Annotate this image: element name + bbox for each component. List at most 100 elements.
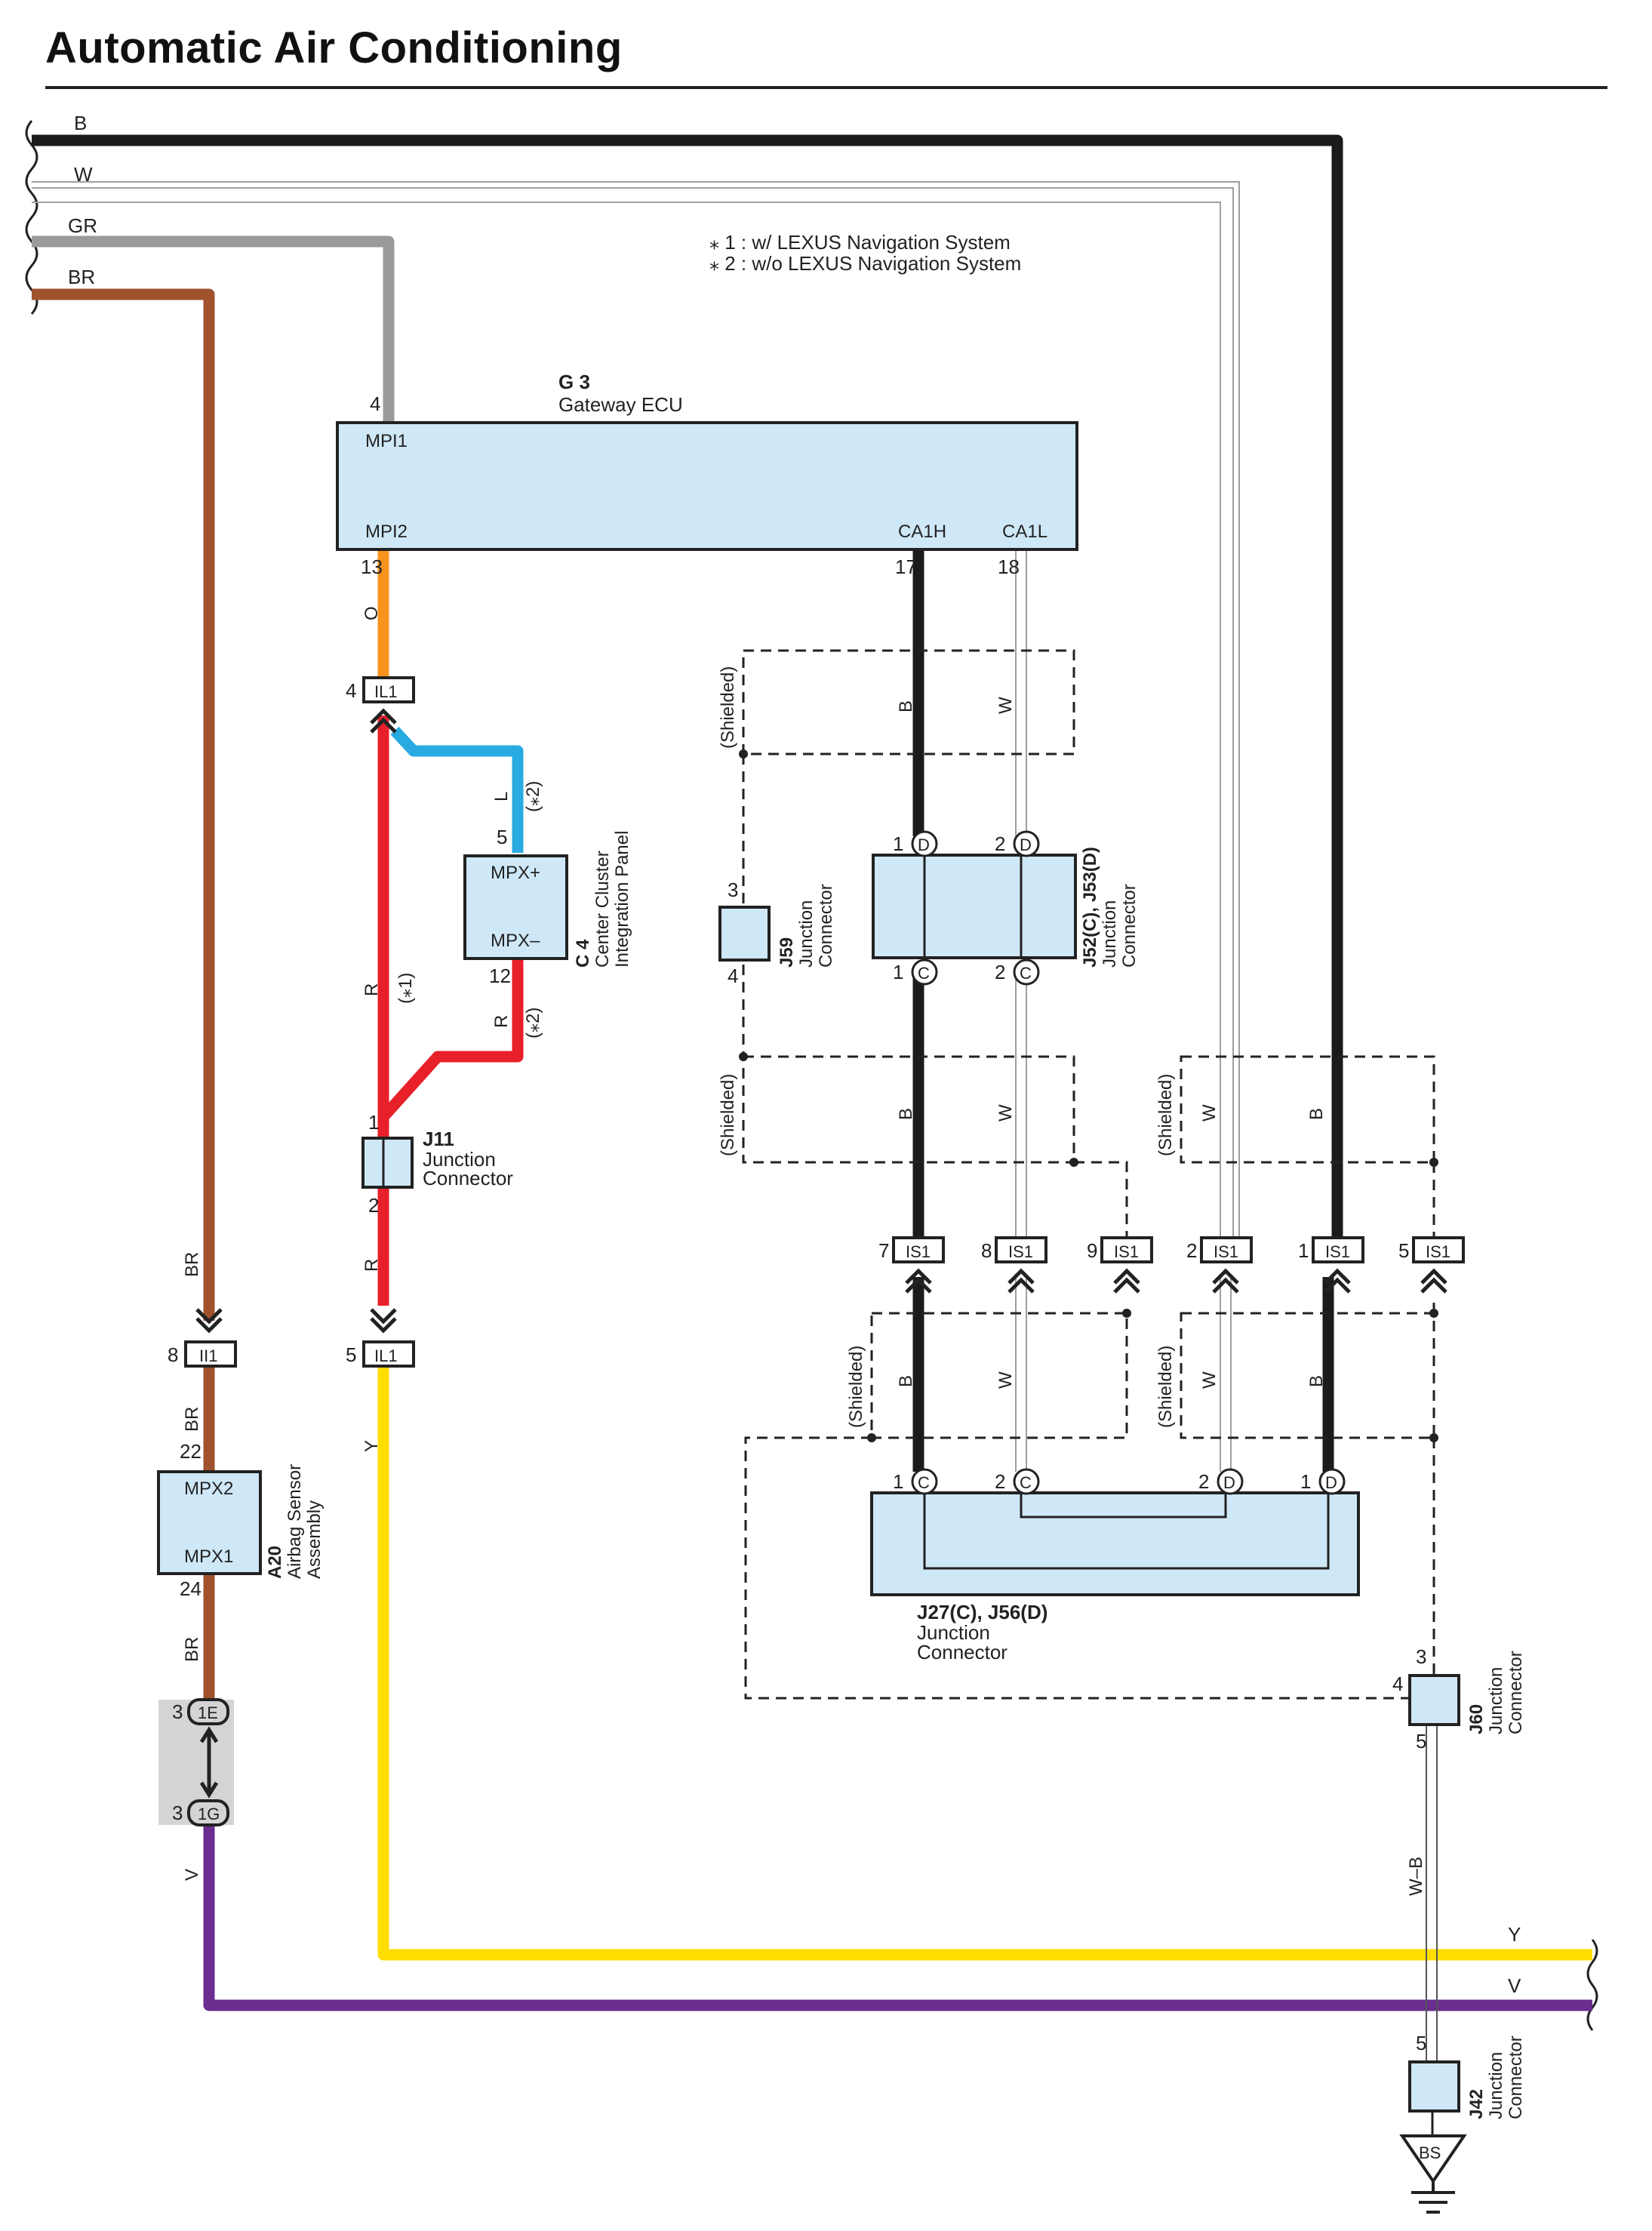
gateway-t-ca1l: CA1L bbox=[1002, 522, 1047, 542]
j52-circle-d2: D bbox=[1020, 835, 1032, 854]
gateway-pin-mpi1: 4 bbox=[370, 392, 380, 415]
is1-label-3: IS1 bbox=[1114, 1242, 1139, 1261]
a20-name2: Assembly bbox=[304, 1500, 325, 1579]
link-arrow-down bbox=[199, 1781, 219, 1799]
wire-label-v-right: V bbox=[1508, 1974, 1521, 1997]
is1-pin-2: 8 bbox=[981, 1239, 992, 1262]
j42-name2: Connector bbox=[1506, 2036, 1526, 2119]
connector-1g-pin: 3 bbox=[172, 1802, 183, 1824]
shielded-label-1: (Shielded) bbox=[718, 666, 738, 749]
c4-name1: Center Cluster bbox=[592, 851, 613, 968]
wire-label-w-4: W bbox=[995, 1371, 1016, 1389]
is1-label-5: IS1 bbox=[1325, 1242, 1350, 1261]
wire-label-br-3: BR bbox=[182, 1637, 202, 1662]
j52-name1: Junction bbox=[1100, 900, 1120, 968]
gateway-id: G 3 bbox=[558, 371, 590, 393]
pin-circles bbox=[911, 830, 1346, 1495]
c4-pin-plus: 5 bbox=[497, 826, 507, 848]
j52-name2: Connector bbox=[1119, 884, 1140, 968]
is1-pin-1: 7 bbox=[878, 1239, 889, 1262]
left-label-b: B bbox=[74, 112, 87, 134]
j52-pin2-top: 2 bbox=[995, 832, 1005, 855]
c4-name2: Integration Panel bbox=[612, 831, 632, 968]
wire-label-r-lower: R bbox=[361, 1259, 382, 1272]
wire-label-b-5: B bbox=[1306, 1375, 1327, 1387]
shielded-label-2: (Shielded) bbox=[718, 1074, 738, 1156]
j27-pin1-left: 1 bbox=[893, 1470, 903, 1493]
c4-t-minus: MPX– bbox=[491, 931, 540, 951]
j27-name2: Connector bbox=[917, 1641, 1008, 1663]
j27-pin2-right: 2 bbox=[1198, 1470, 1209, 1493]
il1-bottom-label: IL1 bbox=[374, 1346, 398, 1365]
shielded-label-3: (Shielded) bbox=[1155, 1074, 1176, 1156]
j27-id: J27(C), J56(D) bbox=[917, 1601, 1047, 1623]
note-mark-l: (⁎2) bbox=[523, 781, 543, 812]
j52-pin1-top: 1 bbox=[893, 832, 903, 855]
wire-label-b-2: B bbox=[896, 1108, 916, 1120]
wire-label-w-1: W bbox=[995, 697, 1016, 714]
wire-label-r-main: R bbox=[361, 983, 382, 996]
ii1-pin: 8 bbox=[168, 1343, 178, 1366]
j11-name1: Junction bbox=[423, 1148, 496, 1171]
wire-b-top bbox=[32, 134, 1343, 1262]
ground-symbol bbox=[1411, 2181, 1455, 2214]
gateway-pin-ca1h: 17 bbox=[895, 555, 917, 578]
j27-name1: Junction bbox=[917, 1621, 990, 1644]
wire-label-y: Y bbox=[361, 1440, 382, 1452]
connector-1g-label: 1G bbox=[198, 1805, 220, 1823]
inline-connectors bbox=[184, 676, 1465, 1368]
j52-id: J52(C), J53(D) bbox=[1080, 847, 1100, 968]
connector-1e-pin: 3 bbox=[172, 1700, 183, 1723]
gateway-t-mpi1: MPI1 bbox=[365, 431, 408, 451]
j27-circle-d2: D bbox=[1325, 1473, 1337, 1492]
j52-pin1-bot: 1 bbox=[893, 961, 903, 983]
j27-connector bbox=[870, 1491, 1360, 1596]
wire-label-r-branch: R bbox=[491, 1015, 512, 1028]
wire-v bbox=[203, 1819, 1592, 2011]
a20-id: A20 bbox=[265, 1546, 285, 1579]
il1-top-pin: 4 bbox=[346, 679, 356, 702]
wire-label-w-3: W bbox=[1199, 1104, 1220, 1122]
j60-pin5: 5 bbox=[1416, 1730, 1426, 1752]
connector-chevrons bbox=[195, 708, 1447, 1334]
j60-pin4: 4 bbox=[1392, 1672, 1403, 1695]
airbag-sensor-assembly bbox=[157, 1470, 262, 1575]
is1-label-4: IS1 bbox=[1214, 1242, 1238, 1261]
gateway-t-mpi2: MPI2 bbox=[365, 522, 408, 542]
j52-circle-c2: C bbox=[1020, 964, 1032, 983]
wire-label-w-5: W bbox=[1199, 1371, 1220, 1389]
j52-circle-d1: D bbox=[918, 835, 930, 854]
c4-t-plus: MPX+ bbox=[491, 863, 540, 883]
left-break-mark bbox=[25, 120, 38, 315]
shielded-label-4: (Shielded) bbox=[846, 1346, 866, 1428]
wire-wb bbox=[1426, 1725, 1438, 2060]
left-label-br: BR bbox=[68, 266, 95, 288]
connector-1e-label: 1E bbox=[198, 1703, 218, 1722]
is1-label-6: IS1 bbox=[1426, 1242, 1450, 1261]
j27-circle-d1: D bbox=[1223, 1473, 1235, 1492]
gateway-t-ca1h: CA1H bbox=[898, 522, 946, 542]
j42-pin5: 5 bbox=[1416, 2032, 1426, 2054]
wire-right-w bbox=[1220, 1277, 1232, 1472]
il1-top-label: IL1 bbox=[374, 682, 398, 701]
wire-w-top-inner bbox=[32, 183, 1238, 1249]
j11-name2: Connector bbox=[423, 1167, 513, 1189]
link-arrow-up bbox=[199, 1726, 219, 1743]
j52-connector bbox=[872, 854, 1077, 959]
shield-lines bbox=[742, 649, 1435, 1700]
j11-connector bbox=[361, 1137, 414, 1189]
j59-id: J59 bbox=[777, 937, 797, 968]
left-label-w: W bbox=[74, 163, 93, 186]
note-1: ⁎ 1 : w/ LEXUS Navigation System bbox=[709, 231, 1011, 254]
j60-connector bbox=[1408, 1674, 1460, 1726]
wire-w-second bbox=[32, 202, 1221, 1249]
wire-label-y-right: Y bbox=[1508, 1923, 1521, 1946]
gateway-name: Gateway ECU bbox=[558, 393, 683, 416]
j27-inner-1 bbox=[923, 1493, 1330, 1570]
is1-label-2: IS1 bbox=[1008, 1242, 1033, 1261]
note-mark-r-branch: (⁎2) bbox=[523, 1008, 543, 1039]
j27-pin1-right: 1 bbox=[1300, 1470, 1311, 1493]
a20-pin-mpx1: 24 bbox=[180, 1577, 202, 1600]
j60-pin3: 3 bbox=[1416, 1645, 1426, 1668]
